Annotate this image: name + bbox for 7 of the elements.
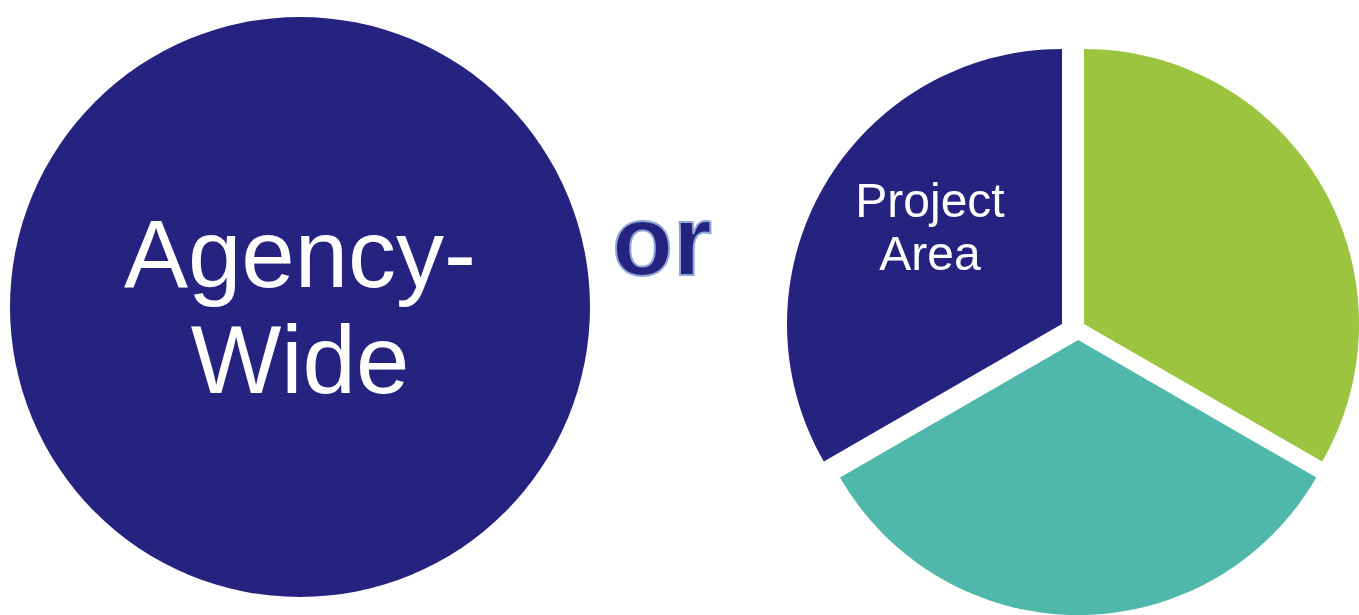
circle — [10, 17, 590, 597]
pie-slice — [839, 340, 1317, 615]
pie-slice — [787, 49, 1062, 462]
shape-label: Agency-Wide — [122, 201, 478, 413]
shape-label: Project Area — [854, 175, 1006, 281]
pie-slice — [1084, 49, 1359, 462]
connector-word: or — [612, 190, 712, 290]
